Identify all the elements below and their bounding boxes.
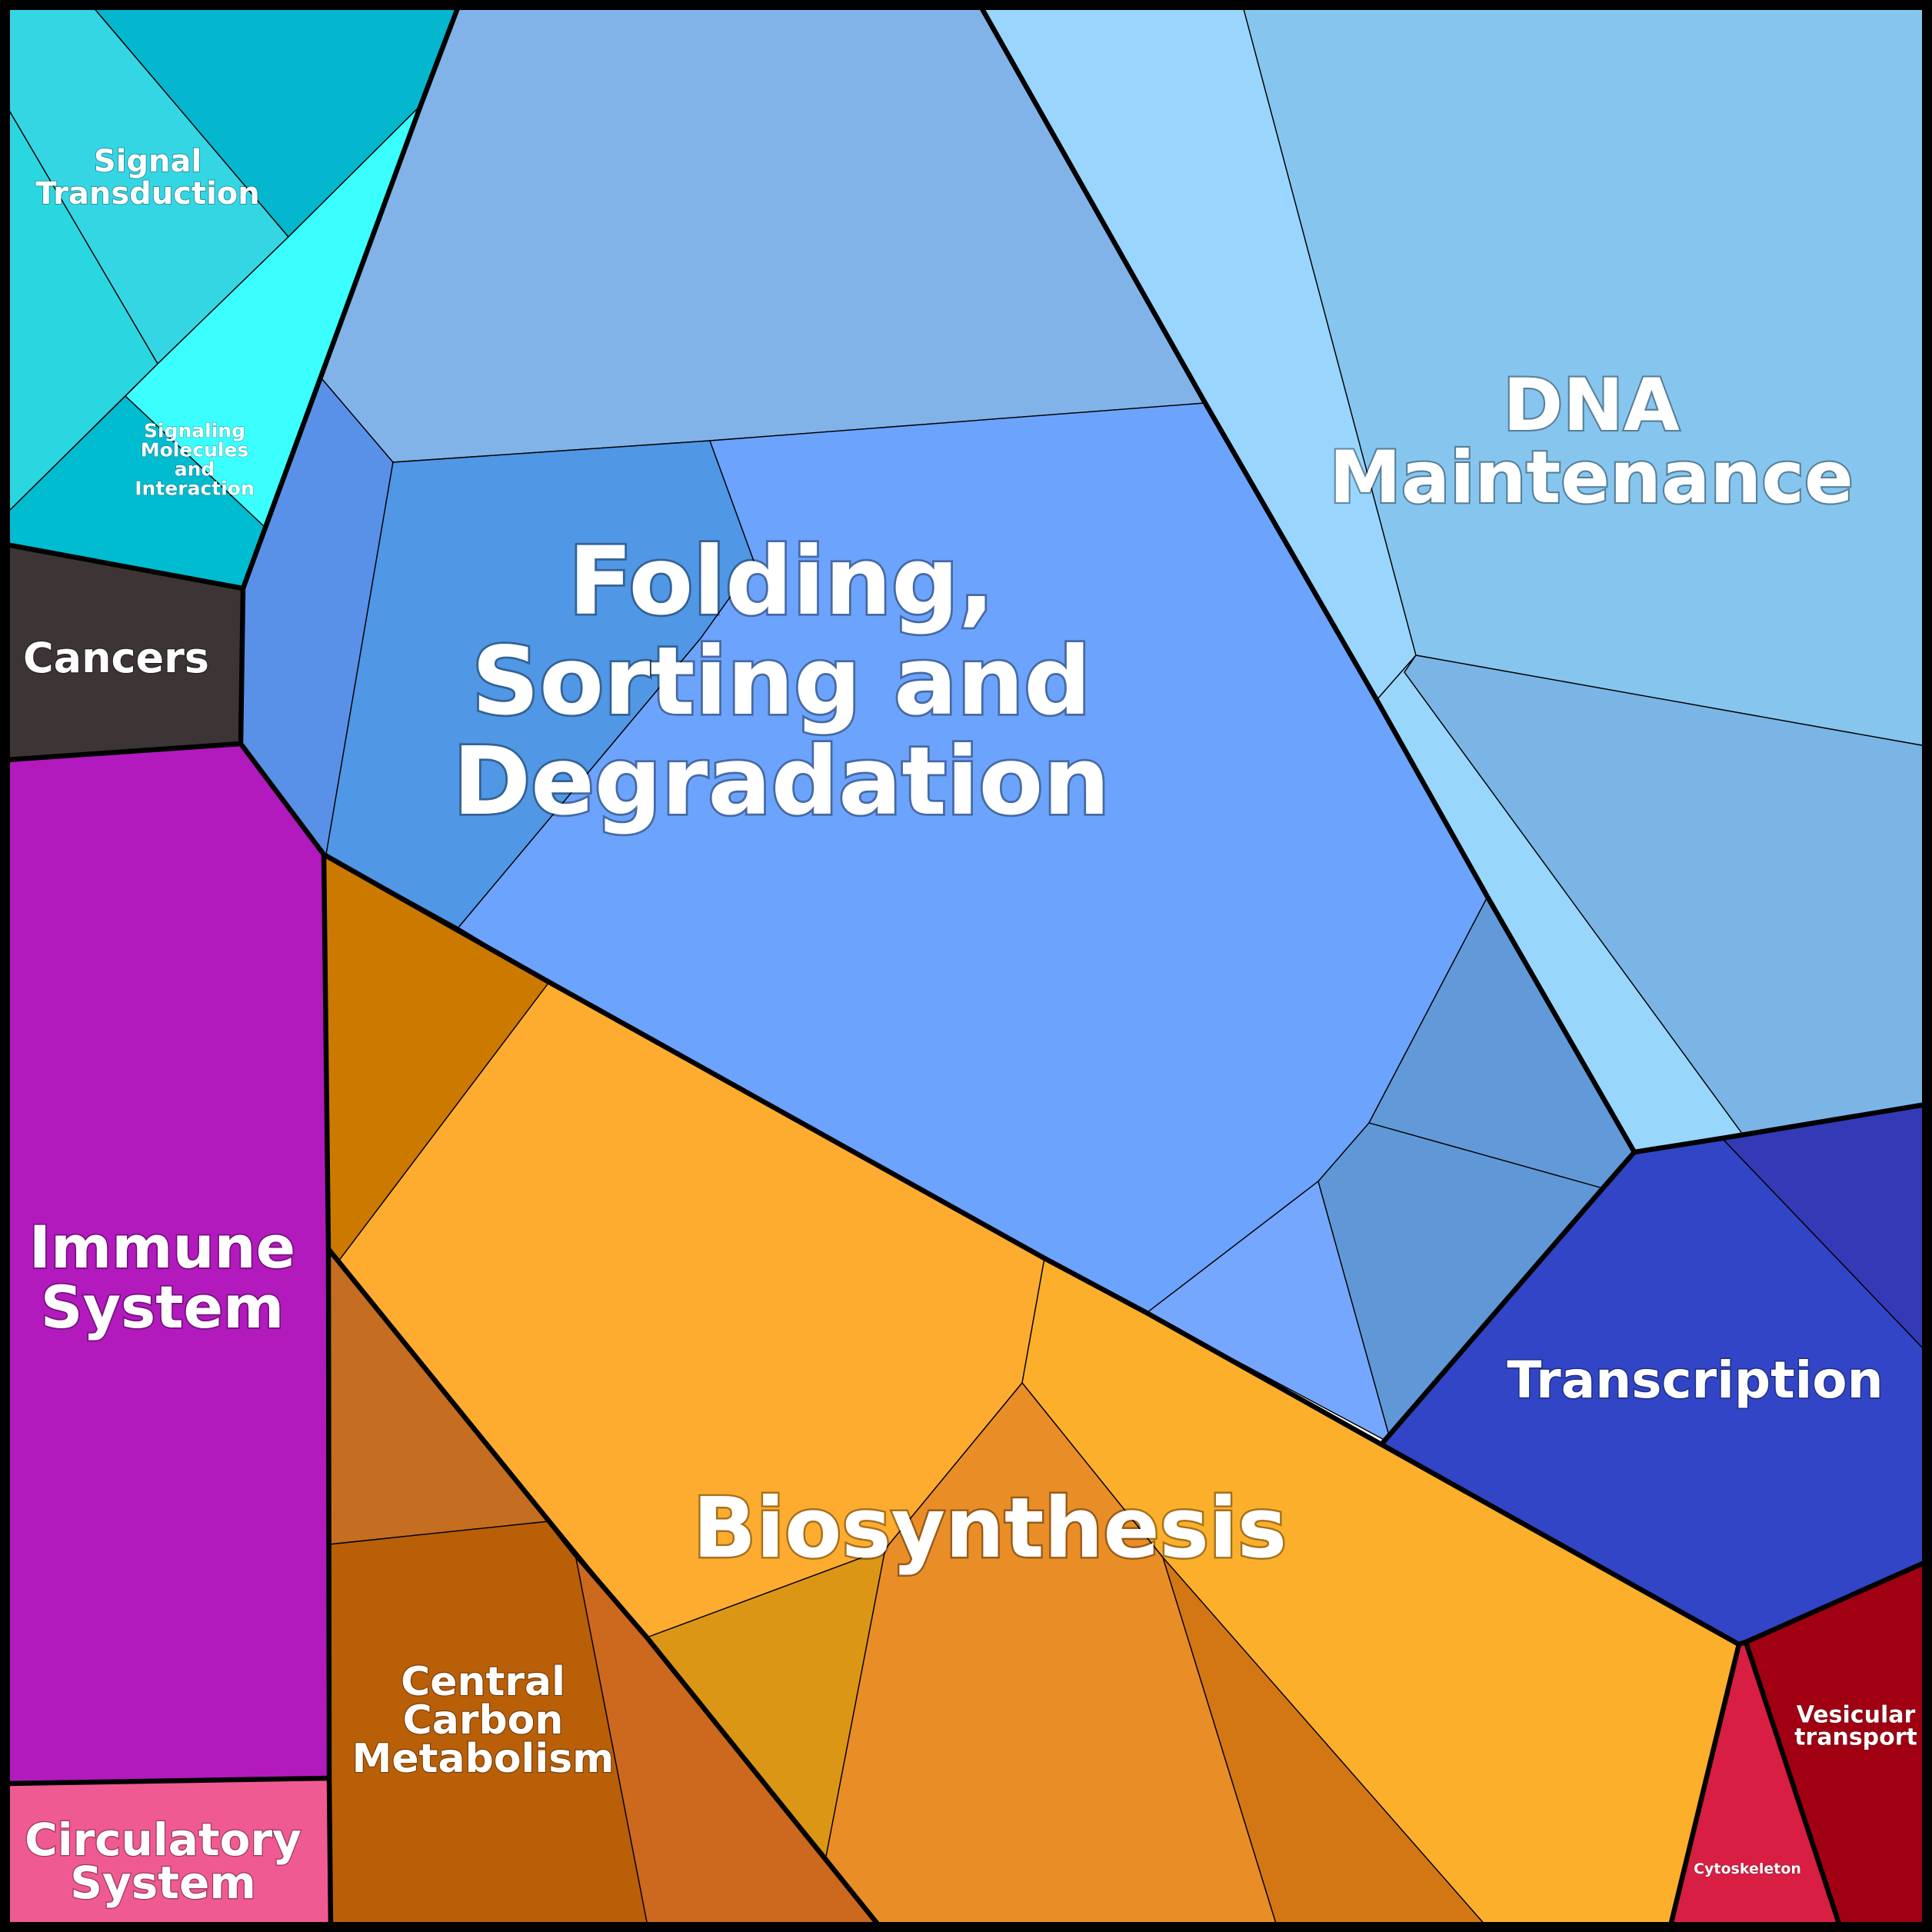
treemap-cells [5,5,1927,1927]
label-line: Signaling [144,419,245,441]
label-line: Transduction [35,176,260,212]
border-transcription [1379,1101,1927,1447]
border-signal-folding [240,5,461,590]
border-cancers-immune [5,741,242,763]
border-folding-biosynthesis [322,852,1740,1647]
border-immune-circulatory [5,1775,330,1787]
label-line: and [175,458,215,480]
border-biosynthesis-carbon [326,1247,881,1928]
label-line: Vesicular [1797,1701,1916,1728]
label-line: Folding, [568,527,994,636]
label-line: DNA [1503,364,1680,448]
label-line: Circulatory [25,1814,301,1866]
label-line: Molecules [141,438,249,461]
group-borders [5,5,1927,1928]
label-line: Cytoskeleton [1694,1860,1801,1877]
border-left-column [238,588,334,1927]
label-cancers: Cancers [23,634,209,682]
label-line: Sorting and [471,627,1091,736]
label-line: Maintenance [1329,436,1854,520]
label-line: Metabolism [352,1736,615,1782]
label-line: Degradation [453,727,1110,836]
label-line: transport [1794,1724,1917,1750]
border-signal-cancers [5,541,244,591]
label-cytoskeleton: Cytoskeleton [1694,1860,1801,1877]
label-line: Carbon [403,1697,564,1744]
label-line: Immune [29,1213,295,1281]
label-line: Biosynthesis [693,1481,1287,1577]
label-line: System [70,1857,256,1909]
border-folding-dna [978,5,1637,1154]
label-line: Cancers [23,634,209,682]
border-transcription-vesicular [1667,1560,1927,1927]
label-line: Central [401,1659,565,1705]
label-biosynthesis: Biosynthesis [693,1481,1287,1577]
label-line: Signal [94,144,202,179]
label-line: Transcription [1507,1351,1883,1410]
label-line: System [41,1273,285,1341]
label-transcription: Transcription [1507,1351,1883,1410]
label-line: Interaction [135,477,255,499]
border-cytoskeleton-vesicular [1743,1641,1843,1927]
